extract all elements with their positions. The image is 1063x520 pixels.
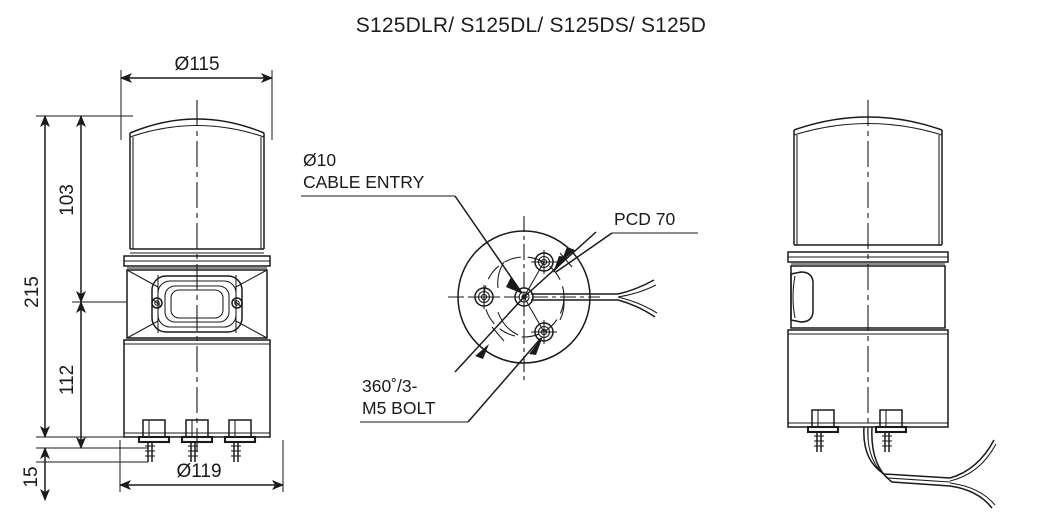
note-pcd-text: PCD 70	[614, 209, 676, 229]
cable-entry-leader	[454, 195, 523, 294]
wire-upper-a	[617, 279, 655, 295]
horn-mouth-ring3	[170, 289, 224, 319]
side-lens-dome	[793, 116, 943, 246]
radial-line-lower	[523, 296, 545, 333]
flange-band-outline	[123, 255, 271, 267]
horn-screw-right	[231, 297, 243, 309]
dim-text-bolt-length: 15	[21, 466, 42, 487]
wire-lower-a	[617, 299, 656, 318]
dim-text-top-diameter: Ø115	[174, 54, 219, 75]
note-cable-entry: Ø10 CABLE ENTRY	[301, 150, 523, 294]
cable-run-side	[863, 426, 997, 509]
angle-arc-lower-left	[497, 311, 519, 336]
horn-mouth-ring2	[164, 285, 230, 323]
note-bolt-spec: M5 BOLT	[362, 398, 436, 418]
lens-dome	[129, 118, 265, 254]
side-elevation-view	[787, 100, 997, 509]
side-bolt-stud-1	[806, 409, 840, 452]
wire-upper-b	[617, 284, 657, 298]
dim-text-body-height: 112	[57, 365, 78, 395]
side-flange-outline	[787, 251, 949, 263]
base-plate-circle	[457, 230, 591, 364]
cable-entry-boss	[514, 287, 534, 307]
side-horn-bulge	[790, 271, 814, 323]
dim-text-overall-height: 215	[22, 276, 43, 308]
horn-section	[126, 269, 268, 339]
dimension-dome-height: 103	[57, 115, 86, 303]
wire-lower-b	[617, 296, 658, 314]
side-dome-top-arc	[793, 116, 943, 131]
angle-leader-lower-left	[454, 296, 525, 373]
angle-arrow-lower	[475, 344, 489, 359]
mounting-bolts-front	[137, 419, 257, 462]
base-outline	[123, 339, 271, 438]
bolt-stud-3	[223, 419, 257, 462]
side-wire-upper-b	[949, 443, 997, 482]
side-wire-lower	[949, 485, 993, 509]
dimension-base-diameter: Ø119	[119, 440, 284, 492]
dimension-overall-height: 215	[22, 115, 50, 438]
note-bolt-spacing: 360˚/3-	[362, 376, 418, 396]
front-elevation-view: Ø115 Ø119 215 103 112	[21, 54, 284, 501]
bolt-stud-2	[180, 419, 214, 462]
angle-tick-upper	[559, 252, 573, 268]
dome-top-arc	[129, 118, 265, 134]
pcd-arrowhead	[553, 256, 568, 273]
side-wire-lower-b	[949, 482, 996, 506]
bolt-note-arrowhead	[529, 336, 543, 355]
bolt-hole-left	[471, 285, 497, 309]
pcd-leader	[555, 232, 613, 273]
flange-band	[123, 255, 271, 269]
dome-inner-arc	[129, 124, 265, 138]
note-pcd: PCD 70	[553, 209, 698, 273]
dimension-body-height: 112	[57, 301, 86, 449]
radial-line-upper	[523, 261, 545, 298]
side-body-section	[790, 265, 946, 329]
note-cable-entry-dia: Ø10	[303, 150, 336, 170]
cable-entry-arrowhead	[506, 277, 523, 294]
side-flange-band	[787, 251, 949, 265]
angle-tick-lower	[491, 326, 505, 342]
bolt-stud-1	[137, 419, 171, 462]
side-horn-bulge-inner	[792, 275, 796, 319]
dimension-bolt-length: 15	[21, 447, 50, 501]
side-wire-upper	[949, 439, 995, 479]
dim-text-base-diameter: Ø119	[176, 461, 221, 482]
note-cable-entry-label: CABLE ENTRY	[303, 172, 425, 192]
side-bolt-stud-2	[874, 409, 908, 452]
dimension-top-diameter: Ø115	[120, 54, 273, 140]
bottom-plan-view: Ø10 CABLE ENTRY PCD 70 360˚/3- M5 BOLT	[301, 150, 698, 423]
cable-run-plan	[531, 279, 658, 318]
horn-screw-left	[151, 297, 163, 309]
side-base-outline	[787, 329, 949, 428]
page-title: S125DLR/ S125DL/ S125DS/ S125D	[356, 14, 706, 37]
dim-text-dome-height: 103	[57, 184, 78, 216]
base-housing	[123, 339, 271, 438]
side-cable-edge-bottom	[871, 426, 951, 487]
note-bolt: 360˚/3- M5 BOLT	[360, 336, 543, 423]
side-dome-inner-arc	[793, 123, 943, 136]
bolt-note-leader	[467, 337, 542, 423]
side-base-housing	[787, 329, 949, 428]
mounting-bolts-side	[806, 409, 908, 452]
angle-arc-upper-left	[497, 261, 505, 289]
